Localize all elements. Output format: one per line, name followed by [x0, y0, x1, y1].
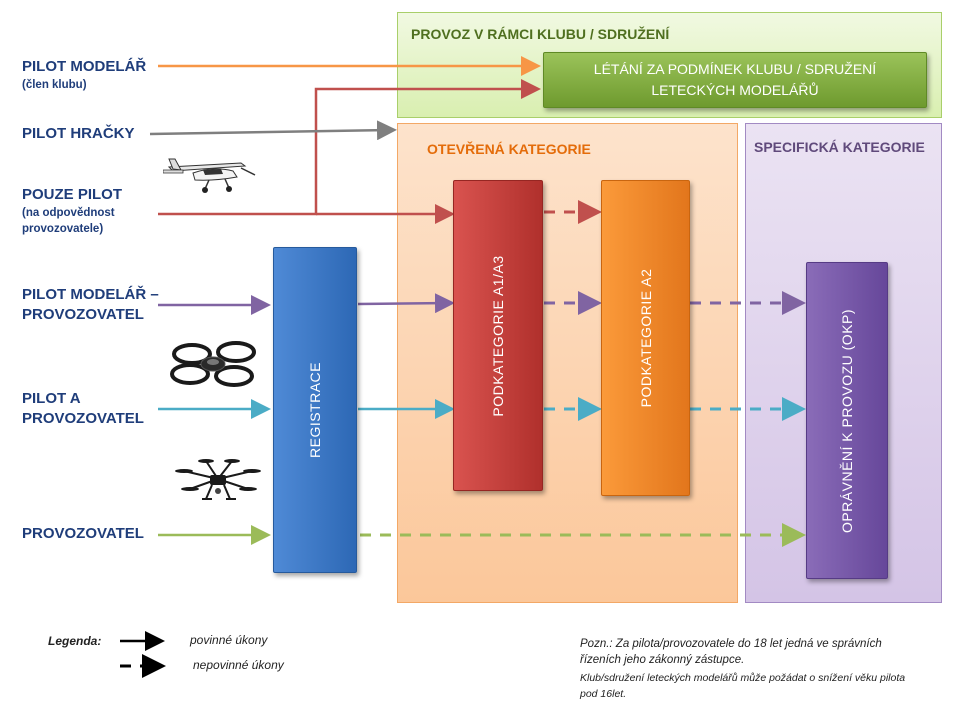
subcategory-a2-box: PODKATEGORIE A2	[601, 180, 690, 496]
arrow-pouze-pilot	[158, 79, 541, 216]
legend-title: Legenda:	[48, 634, 102, 648]
specific-category-title: SPECIFICKÁ KATEGORIE	[754, 139, 925, 155]
okp-label: OPRÁVNĚNÍ K PROVOZU (OKP)	[839, 308, 855, 533]
quadcopter-drone-icon	[170, 341, 256, 387]
registration-label: REGISTRACE	[307, 361, 323, 459]
okp-box: OPRÁVNĚNÍ K PROVOZU (OKP)	[806, 262, 888, 579]
club-zone-title: PROVOZ V RÁMCI KLUBU / SDRUŽENÍ	[411, 26, 670, 42]
actor-pilot-hracky: PILOT HRAČKY	[22, 124, 135, 144]
club-flying-label: LÉTÁNÍ ZA PODMÍNEK KLUBU / SDRUŽENÍ LETE…	[593, 61, 877, 98]
subcategory-a2-label: PODKATEGORIE A2	[637, 268, 654, 408]
subcategory-a1a3-box: PODKATEGORIE A1/A3	[453, 180, 543, 491]
actor-pouze-pilot-sub: (na odpovědnost provozovatele)	[22, 207, 115, 235]
actor-pilot-modelar-provozovatel-label: PILOT MODELÁŘ – PROVOZOVATEL	[22, 286, 159, 323]
actor-pilot-modelar-sub: (člen klubu)	[22, 79, 87, 91]
club-flying-box: LÉTÁNÍ ZA PODMÍNEK KLUBU / SDRUŽENÍ LETE…	[543, 52, 927, 108]
actor-pilot-modelar: PILOT MODELÁŘ (člen klubu)	[22, 57, 146, 93]
actor-pilot-hracky-label: PILOT HRAČKY	[22, 125, 135, 142]
actor-pilot-a-provozovatel: PILOT A PROVOZOVATEL	[22, 389, 152, 429]
actor-pouze-pilot-label: POUZE PILOT	[22, 186, 123, 203]
footnote-line-2: Klub/sdružení leteckých modelářů může po…	[580, 672, 906, 700]
actor-pilot-modelar-label: PILOT MODELÁŘ	[22, 58, 147, 75]
subcategory-a1a3-label: PODKATEGORIE A1/A3	[490, 254, 506, 417]
footnote-line-1: Pozn.: Za pilota/provozovatele do 18 let…	[580, 638, 882, 666]
actor-provozovatel: PROVOZOVATEL	[22, 524, 144, 544]
arrow-purple-registration-to-a1a3	[357, 293, 455, 314]
airplane-icon	[163, 158, 256, 193]
arrow-pilot-hracky	[149, 120, 397, 141]
hexacopter-drone-icon	[175, 459, 261, 500]
actor-pilot-a-provozovatel-label: PILOT A PROVOZOVATEL	[22, 390, 144, 427]
actor-pilot-modelar-provozovatel: PILOT MODELÁŘ – PROVOZOVATEL	[22, 285, 172, 325]
legend-dashed-label: nepovinné úkony	[193, 658, 284, 672]
footnote: Pozn.: Za pilota/provozovatele do 18 let…	[580, 636, 910, 702]
actor-provozovatel-label: PROVOZOVATEL	[22, 525, 144, 542]
actor-pouze-pilot: POUZE PILOT (na odpovědnost provozovatel…	[22, 185, 162, 237]
open-category-title: OTEVŘENÁ KATEGORIE	[427, 141, 591, 157]
registration-box: REGISTRACE	[273, 247, 357, 573]
legend-solid-label: povinné úkony	[190, 633, 268, 647]
